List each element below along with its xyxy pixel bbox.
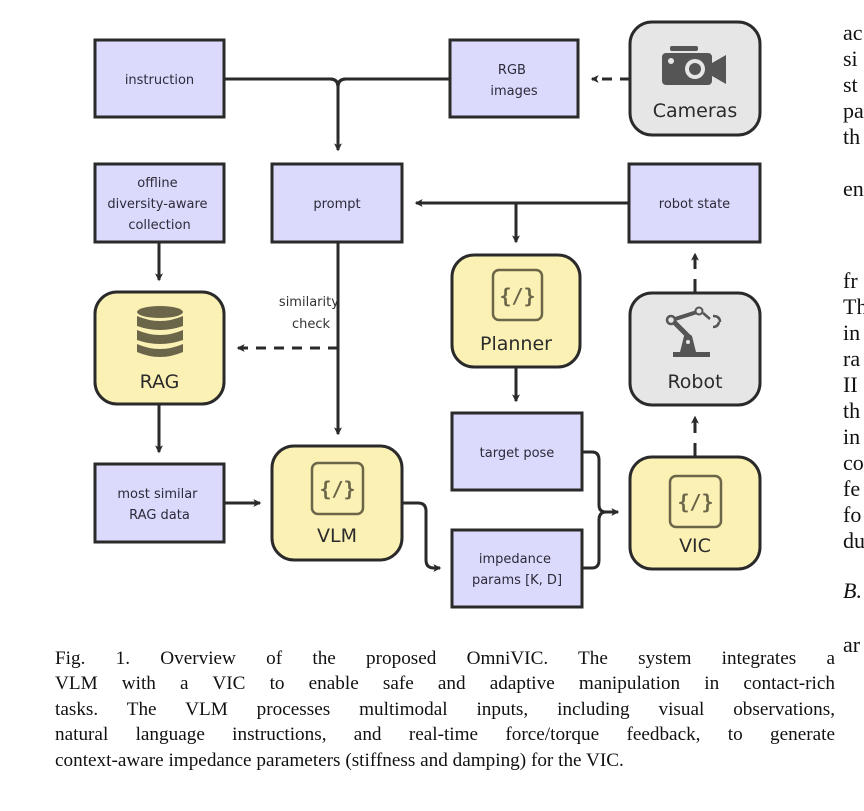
caption-line: Fig. 1. Overview of the proposed OmniVIC…: [55, 648, 835, 669]
text-fragment: Th: [843, 294, 864, 319]
node-most-similar-rag-data: most similar RAG data: [93, 462, 226, 544]
code-icon: {/}: [310, 461, 365, 516]
svg-text:instruction: instruction: [125, 73, 194, 88]
video-camera-icon: [662, 46, 726, 85]
svg-text:most similar RAG data: most similar RAG data: [117, 487, 201, 523]
svg-text:{/}: {/}: [499, 284, 535, 308]
svg-text:prompt: prompt: [313, 197, 360, 212]
node-rag: RAG: [93, 290, 226, 406]
similarity-check-label: similarity check: [279, 295, 343, 332]
node-offline-collection: offline diversity-aware collection: [93, 162, 226, 244]
svg-text:RAG: RAG: [140, 371, 180, 393]
text-fragment: fo: [843, 502, 862, 527]
text-fragment: st: [843, 72, 858, 97]
text-fragment: in: [843, 424, 861, 449]
text-fragment: en: [843, 176, 864, 201]
node-vic: {/} VIC: [628, 455, 762, 571]
node-prompt: prompt: [270, 162, 404, 244]
caption-line: context-aware impedance parameters (stif…: [55, 749, 624, 771]
node-rgb-images: RGB images: [448, 38, 580, 119]
caption-line: tasks. The VLM processes multimodal inpu…: [55, 698, 835, 720]
text-fragment: co: [843, 450, 864, 475]
code-icon: {/}: [668, 474, 723, 529]
text-fragment: th: [843, 124, 861, 149]
edge-instruction-to-prompt: [224, 77, 342, 152]
line-jump: [329, 77, 347, 88]
text-fragment: th: [843, 398, 861, 423]
node-instruction: instruction: [93, 38, 226, 119]
caption-line: natural language instructions, and real-…: [55, 724, 835, 746]
svg-text:Robot: Robot: [667, 371, 722, 393]
text-fragment: in: [843, 320, 861, 345]
system-overview-diagram: similarity check instruction RGB images …: [93, 20, 762, 609]
text-fragment: ac: [843, 20, 863, 45]
database-icon: [137, 306, 183, 357]
caption-line: VLM with a VIC to enable safe and adapti…: [55, 673, 835, 695]
text-fragment: du: [843, 528, 864, 553]
svg-text:VIC: VIC: [679, 535, 711, 557]
svg-text:Cameras: Cameras: [653, 100, 737, 122]
node-planner: {/} Planner: [450, 253, 582, 369]
node-impedance-params: impedance params [K, D]: [450, 528, 584, 609]
svg-text:target pose: target pose: [480, 446, 555, 461]
text-fragment: fr: [843, 268, 858, 293]
text-fragment: fe: [843, 476, 861, 501]
node-robot-state: robot state: [627, 162, 762, 244]
node-vlm: {/} VLM: [270, 444, 404, 562]
text-fragment: pa: [843, 98, 864, 123]
svg-text:robot state: robot state: [659, 197, 730, 212]
figure-caption: Fig. 1. Overview of the proposed OmniVIC…: [55, 646, 835, 773]
edge-vlm-to-impedance: [402, 501, 442, 572]
node-cameras: Cameras: [628, 20, 762, 137]
svg-text:{/}: {/}: [677, 490, 713, 514]
svg-text:{/}: {/}: [319, 477, 355, 501]
edge-rgb-to-prompt: [336, 77, 450, 88]
node-target-pose: target pose: [450, 411, 584, 492]
svg-text:offline diversity-aware: offline diversity-aware collection: [107, 176, 211, 233]
text-fragment: II: [843, 372, 858, 397]
section-heading-fragment: B.: [843, 578, 862, 603]
code-icon: {/}: [491, 268, 544, 322]
svg-text:VLM: VLM: [317, 525, 357, 547]
node-robot: Robot: [628, 291, 762, 407]
text-fragment: ar: [843, 632, 861, 657]
text-fragment: ra: [843, 346, 861, 371]
edges: [155, 75, 699, 572]
edge-impedance-to-vic: [582, 510, 607, 570]
svg-text:Planner: Planner: [480, 333, 552, 355]
text-fragment: si: [843, 46, 858, 71]
svg-text:impedance params [K, D]: impedance params [K, D]: [472, 552, 562, 588]
edge-targetpose-to-vic: [582, 450, 620, 516]
svg-text:RGB images: RGB images: [490, 63, 537, 99]
robot-arm-icon: [665, 306, 722, 357]
